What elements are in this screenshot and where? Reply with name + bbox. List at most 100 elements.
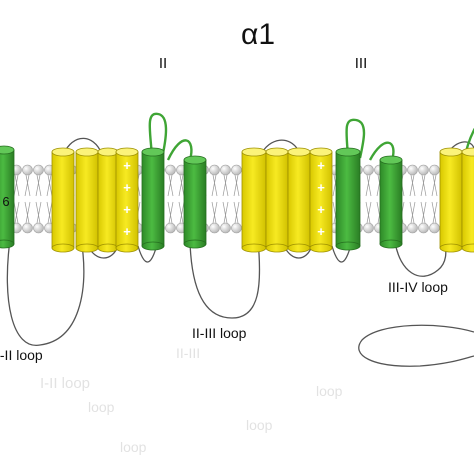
ii-iii-loop-label: II-III loop (192, 325, 247, 341)
lipid-head (429, 164, 440, 176)
s4-charges: ++++++++ (123, 158, 325, 239)
lipid-tail (211, 201, 217, 224)
charge-ii-4: + (123, 224, 131, 239)
segment-iii-s3-bottom (287, 243, 311, 253)
reflection-text-5: loop (246, 417, 273, 433)
iii-iv-loop-label: III-IV loop (388, 279, 448, 295)
segment-iii-s2-body (265, 151, 289, 249)
lipid-tail (179, 201, 185, 224)
lipid-tail (366, 174, 372, 197)
lipid-tail (25, 174, 31, 197)
segment-ii-s6-body (183, 159, 207, 245)
segment-ii-s4 (115, 147, 139, 253)
lipid-tail (233, 201, 239, 224)
lipid-head (363, 164, 374, 176)
segment-iii-s6-bottom (379, 239, 403, 249)
lipid-tail (421, 201, 427, 224)
segment-ii-s6-top (183, 155, 207, 165)
lipid-tail (421, 174, 427, 197)
lipid-tail (409, 201, 415, 224)
lipid-tail (25, 201, 31, 224)
segment-iv-s2-bottom (461, 243, 474, 253)
charge-iii-4: + (317, 224, 325, 239)
lipid-tail (211, 174, 217, 197)
segment-ii-s3 (97, 147, 119, 253)
segment-iii-s6-top (379, 155, 403, 165)
segment-ii-s4-bottom (115, 243, 139, 253)
lipid-tail (178, 201, 184, 224)
reflection-text-2: II-III (176, 345, 200, 361)
segment-iii-s4 (309, 147, 333, 253)
lipid-tail (35, 174, 41, 197)
lipid-tail (212, 174, 218, 197)
lipid-tail (46, 174, 52, 197)
charge-iii-1: + (317, 158, 325, 173)
lipid-tail (168, 201, 174, 224)
segment-iv-s1-body (439, 151, 463, 249)
lipid-tail (432, 174, 438, 197)
lipid-head (418, 164, 429, 176)
pore-loop-ii (148, 112, 168, 159)
segment-i-s6-bottom (0, 239, 15, 249)
segment-iii-s1-top (241, 147, 267, 157)
segment-ii-s4-top (115, 147, 139, 157)
lipid-tail (223, 201, 229, 224)
i-ii-loop-label: I-II loop (0, 347, 43, 363)
charge-ii-3: + (123, 202, 131, 217)
lipid-tail (13, 201, 19, 224)
segment-iii-s2-top (265, 147, 289, 157)
segment-iv-s1-top (439, 147, 463, 157)
lipid-tail (432, 201, 438, 224)
lipid-tail (35, 201, 41, 224)
segment-ii-s5 (141, 147, 165, 251)
lipid-tail (24, 201, 30, 224)
segment-i-s6-top (0, 145, 15, 155)
segment-iii-s1-body (241, 151, 267, 249)
lipid-tail (409, 174, 415, 197)
ii-iii-loop-line (189, 239, 261, 319)
lipid-head (231, 164, 242, 176)
segment-ii-s6 (183, 155, 207, 249)
lipid-head (33, 222, 44, 234)
lipid-tail (36, 174, 42, 197)
lipid-head (209, 164, 220, 176)
charge-ii-1: + (123, 158, 131, 173)
lipid-tail (366, 201, 372, 224)
lipid-tail (47, 201, 53, 224)
lipid-head (429, 222, 440, 234)
segment-iii-s5-top (335, 147, 361, 157)
lipid-head (165, 164, 176, 176)
lipid-tail (36, 201, 42, 224)
segment-iv-s1-bottom (439, 243, 463, 253)
subunit-title: α1 (241, 18, 275, 51)
lipid-head (209, 222, 220, 234)
charge-iii-3: + (317, 202, 325, 217)
lipid-tail (234, 201, 240, 224)
lipid-head (418, 222, 429, 234)
segment-ii-s2-bottom (75, 243, 99, 253)
lipid-tail (14, 174, 20, 197)
reflection-text-4: loop (316, 383, 343, 399)
segment-iv-s2-top (461, 147, 474, 157)
segment-ii-s3-body (97, 151, 119, 249)
pore-loop-iii (345, 118, 366, 159)
lipid-tail (365, 201, 371, 224)
transmembrane-segments (0, 145, 474, 253)
segment-ii-s2-body (75, 151, 99, 249)
segment-ii-s3-top (97, 147, 119, 157)
segment-iii-s3 (287, 147, 311, 253)
segment-ii-s5-bottom (141, 241, 165, 251)
segment-ii-s3-bottom (97, 243, 119, 253)
domain-label-ii: II (159, 55, 167, 72)
lipid-head (22, 164, 33, 176)
segment-ii-s5-top (141, 147, 165, 157)
iii-iv-loop-line (394, 239, 447, 277)
lipid-tail (233, 174, 239, 197)
lipid-head (220, 222, 231, 234)
reflection-text-6: loop (120, 439, 147, 455)
lipid-tail (365, 174, 371, 197)
charge-iii-2: + (317, 180, 325, 195)
segment-ii-s2-top (75, 147, 99, 157)
